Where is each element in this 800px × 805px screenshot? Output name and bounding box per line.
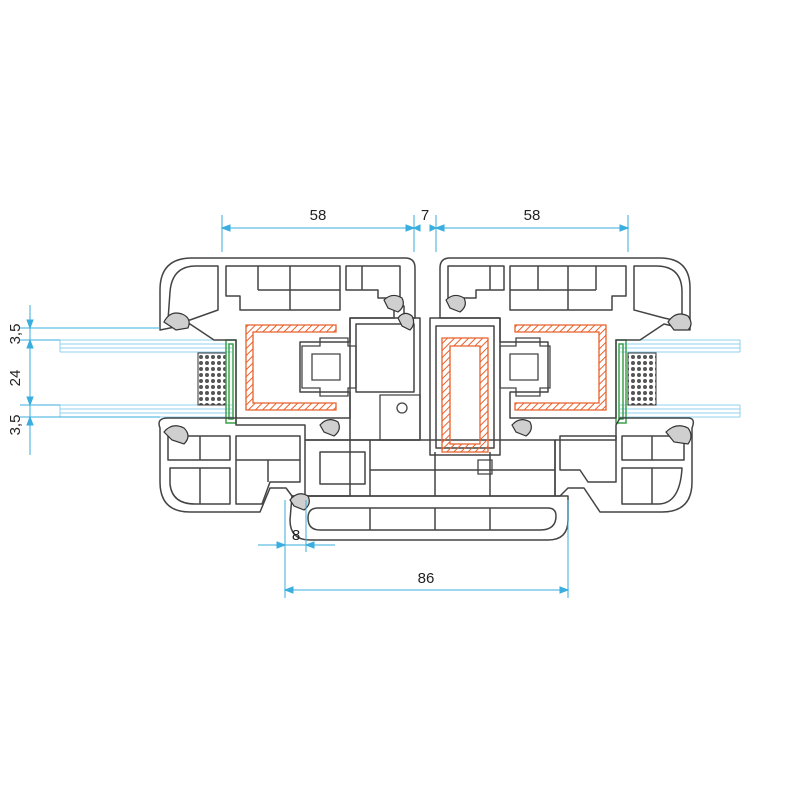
center-reinforcement (441, 337, 489, 453)
left-reinforcement (245, 324, 337, 411)
dimension-lines (20, 215, 630, 598)
glass-pane-bottom-right (620, 404, 741, 418)
gasket-left-inner (319, 419, 340, 437)
gasket-center-top-right (445, 294, 466, 313)
dim-bottom-86: 86 (418, 570, 435, 587)
gasket-bottom-left (289, 493, 310, 511)
gasket-right-bottom (665, 425, 692, 445)
gasket-right-top (667, 313, 692, 331)
left-sash-outline (159, 257, 416, 419)
right-sash-outline (439, 257, 691, 419)
right-reinforcement (514, 324, 607, 411)
central-mullion-outline (349, 317, 421, 441)
right-frame-outline (554, 417, 695, 513)
bottom-sill-outline (289, 495, 569, 541)
dim-top-gap-7: 7 (421, 207, 429, 224)
gasket-left-top (163, 312, 190, 331)
dim-glass-cavity-24: 24 (7, 370, 24, 387)
inner-chambers (301, 337, 551, 475)
gaskets (163, 294, 692, 511)
glass-pane-top-left (59, 339, 232, 353)
pvc-profile (158, 257, 695, 541)
dim-top-right-58: 58 (524, 207, 541, 224)
left-spacer-block (197, 352, 227, 406)
gasket-center-top-left (383, 294, 404, 313)
dim-glass-top-3-5: 3,5 (7, 324, 24, 345)
right-spacer-block (627, 352, 657, 406)
glass-pane-top-right (620, 339, 741, 353)
steel-reinforcements (245, 324, 607, 453)
dim-top-left-58: 58 (310, 207, 327, 224)
dim-glass-bottom-3-5: 3,5 (7, 415, 24, 436)
gasket-left-bottom (163, 425, 189, 445)
dim-bottom-8: 8 (292, 527, 300, 544)
central-astragal (429, 317, 501, 456)
glass-pane-bottom-left (59, 404, 232, 418)
gasket-right-inner (511, 419, 532, 437)
gasket-mullion (397, 312, 415, 331)
